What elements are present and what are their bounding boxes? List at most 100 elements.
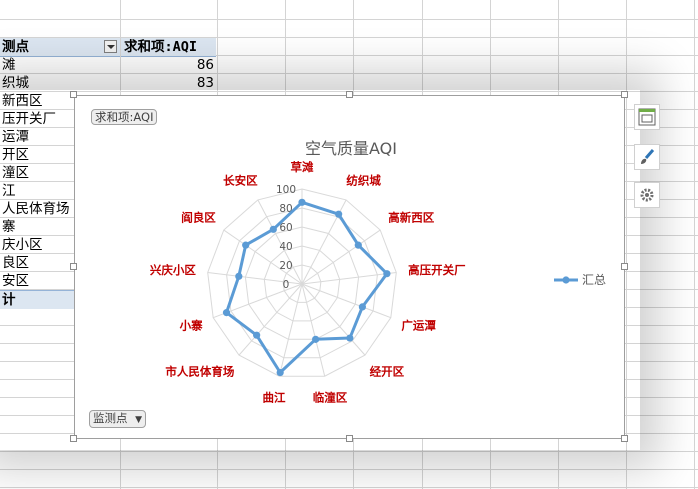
radar-spoke [223, 229, 303, 285]
chart-elements-icon [638, 108, 656, 126]
axis-field-button-label: 监测点 [93, 411, 128, 425]
pivot-row-label[interactable]: 安区 [2, 273, 29, 289]
resize-handle-top[interactable] [346, 91, 353, 98]
radar-data-point [298, 198, 306, 206]
radar-plot: 空气质量AQI020406080100草滩纺织城高新西区高压开关厂广运潭经开区临… [150, 139, 606, 405]
radar-spoke [301, 283, 392, 319]
grid-row-line [0, 73, 698, 74]
chart-elements-button[interactable] [634, 104, 660, 130]
pivot-row-header[interactable]: 测点 [0, 38, 120, 57]
radar-data-point [312, 335, 320, 343]
radar-category-label: 兴庆小区 [150, 263, 196, 277]
radar-data-point [242, 241, 250, 249]
gear-icon [640, 188, 654, 202]
pivot-row-label[interactable]: 寨 [2, 219, 16, 235]
pivot-grand-total-label: 计 [2, 292, 16, 308]
radar-spoke [301, 229, 381, 285]
radar-tick-label: 60 [279, 222, 292, 234]
legend-label: 汇总 [582, 273, 606, 287]
resize-handle-right[interactable] [621, 263, 628, 270]
radar-series-line [225, 200, 389, 374]
pivot-row-label[interactable]: 织城 [2, 75, 29, 91]
resize-handle-top-right[interactable] [621, 91, 628, 98]
value-field-button[interactable]: 求和项:AQI [91, 109, 158, 125]
grid-row-line [0, 19, 698, 20]
grid-row-line [0, 451, 698, 452]
paintbrush-icon [641, 149, 655, 164]
radar-spoke [301, 283, 366, 356]
radar-tick-label: 20 [279, 260, 292, 272]
radar-spoke [278, 283, 303, 377]
radar-spoke [301, 272, 397, 285]
radar-category-label: 阎良区 [181, 211, 216, 225]
radar-category-label: 广运潭 [401, 318, 436, 332]
dropdown-arrow-icon: ▼ [135, 415, 143, 425]
filter-dropdown-button[interactable] [104, 40, 117, 53]
chart-filters-button[interactable] [634, 182, 660, 208]
radar-data-point [354, 241, 362, 249]
resize-handle-bottom-right[interactable] [621, 435, 628, 442]
grid-row-line [0, 469, 698, 470]
axis-field-button[interactable]: 监测点 ▼ [89, 410, 147, 428]
grid-row-line [0, 37, 698, 38]
radar-spoke [207, 272, 303, 285]
radar-data-point [346, 334, 354, 342]
radar-category-label: 长安区 [223, 173, 258, 187]
value-field-button-label: 求和项:AQI [95, 110, 154, 124]
radar-data-point [358, 303, 367, 311]
radar-tick-label: 80 [279, 203, 292, 215]
pivot-row-label[interactable]: 江 [2, 183, 16, 199]
radar-data-point [383, 270, 391, 278]
resize-handle-top-left[interactable] [70, 91, 77, 98]
pivot-row-label[interactable]: 新西区 [2, 93, 43, 109]
pivot-row-header-label: 测点 [2, 39, 29, 55]
radar-category-label: 经开区 [370, 365, 405, 379]
pivot-row-label[interactable]: 人民体育场 [2, 201, 70, 217]
pivot-row-label[interactable]: 潼区 [2, 165, 29, 181]
radar-spoke [238, 283, 303, 356]
radar-grid-ring [207, 188, 397, 377]
radar-data-point [269, 225, 277, 233]
radar-tick-label: 100 [276, 184, 296, 196]
radar-spoke [257, 199, 303, 285]
radar-category-label: 临潼区 [313, 391, 348, 405]
pivot-value-header[interactable]: 求和项:AQI [121, 38, 216, 57]
radar-category-label: 市人民体育场 [165, 365, 234, 379]
legend-marker [562, 276, 570, 284]
radar-category-label: 高新西区 [388, 211, 434, 225]
grid-column-line [626, 0, 627, 489]
resize-handle-left[interactable] [70, 263, 77, 270]
radar-category-label: 高压开关厂 [408, 263, 466, 277]
radar-tick-label: 40 [279, 241, 292, 253]
radar-data-point [276, 368, 284, 377]
radar-data-point [253, 331, 261, 339]
pivot-row-value[interactable]: 86 [196, 57, 214, 73]
radar-category-label: 小寨 [179, 318, 203, 332]
pivot-row-label[interactable]: 庆小区 [2, 237, 43, 253]
radar-grid-ring [263, 245, 341, 322]
grid-row-line [0, 487, 698, 488]
radar-tick-label: 0 [283, 279, 290, 291]
radar-grid-ring [244, 226, 360, 340]
radar-grid-ring [226, 207, 378, 359]
pivot-value-header-label: 求和项:AQI [124, 39, 198, 55]
radar-data-point [335, 210, 343, 218]
pivot-row-label[interactable]: 开区 [2, 147, 29, 163]
pivot-row-label[interactable]: 压开关厂 [2, 111, 56, 127]
pivot-row-value[interactable]: 83 [196, 75, 214, 91]
grid-row-line [0, 55, 698, 56]
pivot-row-label[interactable]: 良区 [2, 255, 29, 271]
pivot-row-label[interactable]: 滩 [2, 57, 16, 73]
radar-data-point [222, 309, 231, 317]
resize-handle-bottom[interactable] [346, 435, 353, 442]
radar-category-label: 纺织城 [346, 173, 381, 187]
pivot-row-label[interactable]: 运潭 [2, 129, 29, 145]
radar-category-label: 草滩 [291, 160, 314, 174]
radar-category-label: 曲江 [263, 391, 286, 405]
radar-data-point [235, 272, 243, 280]
chart-styles-button[interactable] [634, 144, 660, 170]
resize-handle-bottom-left[interactable] [70, 435, 77, 442]
grid-column-line [694, 0, 695, 489]
radar-spoke [301, 283, 326, 377]
